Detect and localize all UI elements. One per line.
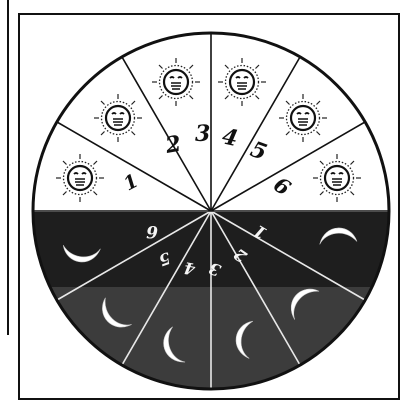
day-hour-label: 3 — [195, 121, 210, 147]
night-hour-label: 6 — [146, 221, 158, 241]
